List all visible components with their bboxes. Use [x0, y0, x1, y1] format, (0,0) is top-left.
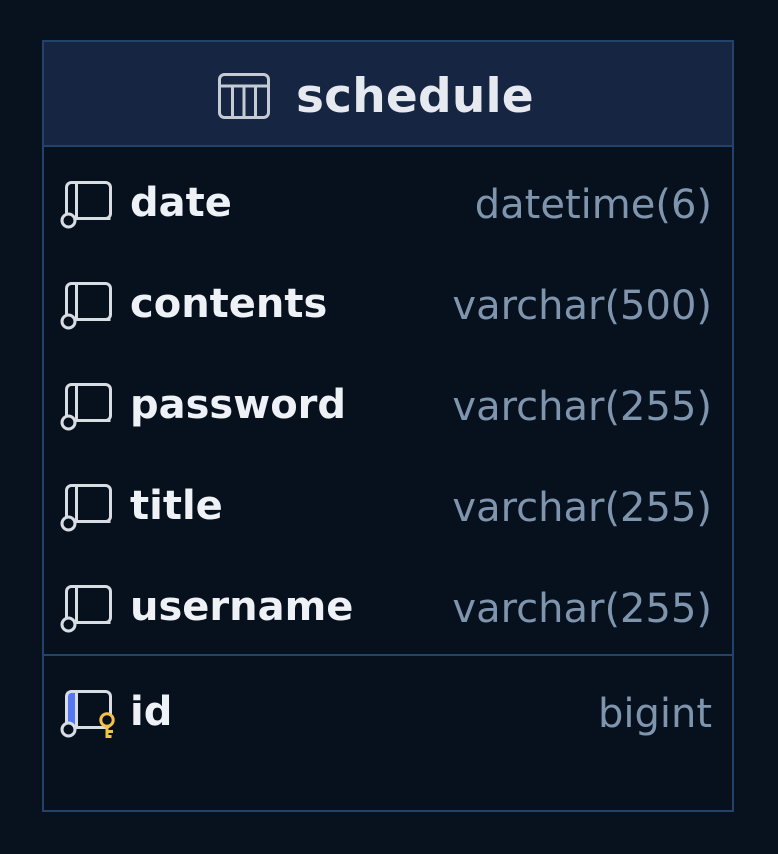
column-row-password[interactable]: password varchar(255) — [44, 354, 732, 455]
column-icon — [60, 383, 112, 431]
table-title: schedule — [296, 68, 534, 124]
table-icon — [218, 73, 270, 119]
column-name: date — [130, 180, 232, 226]
table-header[interactable]: schedule — [44, 42, 732, 147]
column-name: contents — [130, 281, 328, 327]
primary-key-row[interactable]: id bigint — [44, 661, 732, 762]
column-icon — [60, 484, 112, 532]
column-icon — [60, 282, 112, 330]
column-row-title[interactable]: title varchar(255) — [44, 455, 732, 556]
column-type: varchar(255) — [452, 485, 712, 531]
primary-key-divider — [44, 654, 732, 656]
table-header-content: schedule — [218, 68, 534, 124]
column-name: password — [130, 382, 347, 428]
column-type: varchar(500) — [452, 283, 712, 329]
primary-key-type: bigint — [597, 691, 712, 737]
column-row-date[interactable]: date datetime(6) — [44, 152, 732, 253]
primary-key-column-icon — [60, 690, 115, 738]
column-name: username — [130, 584, 354, 630]
schedule-table-card[interactable]: schedule date datetime(6) contents varch… — [42, 40, 734, 812]
column-name: title — [130, 483, 223, 529]
column-icon — [60, 181, 112, 229]
column-row-username[interactable]: username varchar(255) — [44, 556, 732, 657]
column-icon — [60, 585, 112, 633]
column-row-contents[interactable]: contents varchar(500) — [44, 253, 732, 354]
column-type: datetime(6) — [474, 182, 712, 228]
column-type: varchar(255) — [452, 384, 712, 430]
primary-key-name: id — [130, 689, 173, 735]
column-type: varchar(255) — [452, 586, 712, 632]
